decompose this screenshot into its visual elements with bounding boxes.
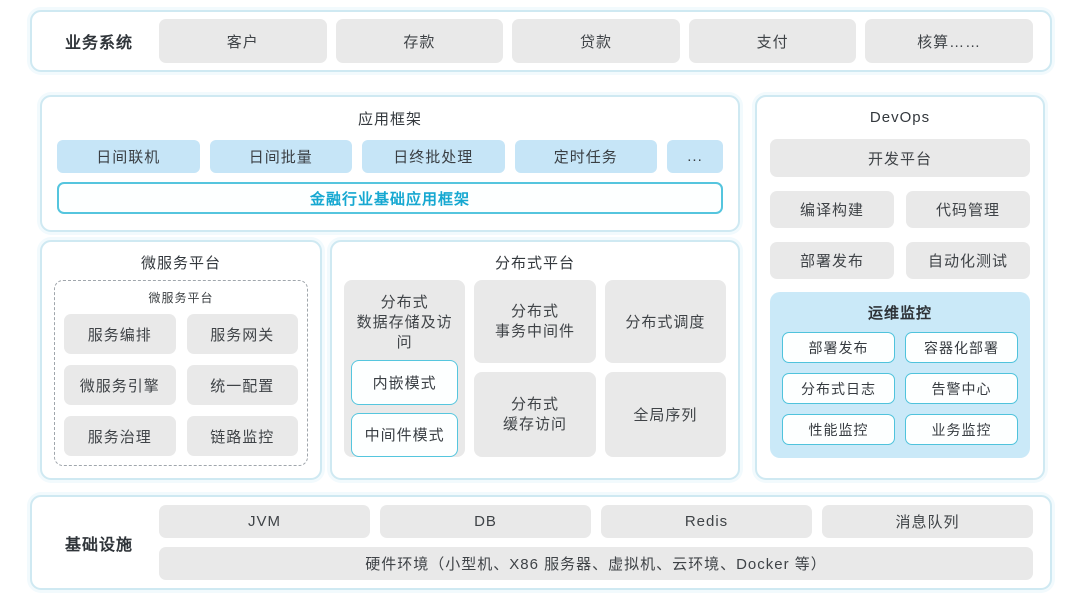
devops-item-code-management[interactable]: 代码管理 bbox=[906, 191, 1030, 228]
infra-item-message-queue[interactable]: 消息队列 bbox=[822, 505, 1033, 538]
infrastructure-rows: JVM DB Redis 消息队列 硬件环境（小型机、X86 服务器、虚拟机、云… bbox=[159, 505, 1033, 580]
devops-item-deploy-release[interactable]: 部署发布 bbox=[770, 242, 894, 279]
panel-business-systems: 业务系统 客户 存款 贷款 支付 核算…… bbox=[30, 10, 1052, 72]
app-item-daytime-batch[interactable]: 日间批量 bbox=[209, 140, 352, 173]
ops-item-deploy-release[interactable]: 部署发布 bbox=[782, 332, 895, 363]
distributed-storage-box[interactable]: 分布式 数据存储及访问 内嵌模式 中间件模式 bbox=[344, 280, 466, 457]
microservice-title: 微服务平台 bbox=[140, 255, 221, 272]
storage-mode-embedded[interactable]: 内嵌模式 bbox=[351, 360, 459, 405]
devops-title: DevOps bbox=[869, 109, 931, 126]
distributed-item-cache-access[interactable]: 分布式 缓存访问 bbox=[474, 372, 596, 457]
ops-item-alert-center[interactable]: 告警中心 bbox=[905, 373, 1018, 404]
infra-item-redis[interactable]: Redis bbox=[601, 505, 812, 538]
ops-monitor-box: 运维监控 部署发布 容器化部署 分布式日志 告警中心 性能监控 业务监控 bbox=[770, 292, 1030, 458]
devops-dev-platform-button[interactable]: 开发平台 bbox=[770, 139, 1030, 177]
infra-item-jvm[interactable]: JVM bbox=[159, 505, 370, 538]
app-framework-title: 应用框架 bbox=[357, 111, 422, 128]
devops-row-build: 编译构建 代码管理 bbox=[770, 191, 1030, 228]
devops-item-compile-build[interactable]: 编译构建 bbox=[770, 191, 894, 228]
app-item-daytime-online[interactable]: 日间联机 bbox=[57, 140, 200, 173]
ops-item-container-deploy[interactable]: 容器化部署 bbox=[905, 332, 1018, 363]
microservice-item-unified-config[interactable]: 统一配置 bbox=[186, 365, 298, 405]
hardware-environment-bar[interactable]: 硬件环境（小型机、X86 服务器、虚拟机、云环境、Docker 等） bbox=[159, 547, 1033, 580]
distributed-item-global-sequence[interactable]: 全局序列 bbox=[604, 372, 726, 457]
storage-mode-middleware[interactable]: 中间件模式 bbox=[351, 412, 459, 457]
business-item-payment[interactable]: 支付 bbox=[688, 19, 857, 63]
distributed-grid: 分布式 数据存储及访问 内嵌模式 中间件模式 分布式 事务中间件 分布式调度 分… bbox=[344, 280, 726, 457]
app-item-scheduled-tasks[interactable]: 定时任务 bbox=[514, 140, 657, 173]
app-framework-items-row: 日间联机 日间批量 日终批处理 定时任务 ... bbox=[57, 140, 723, 173]
panel-distributed-platform: 分布式平台 分布式 数据存储及访问 内嵌模式 中间件模式 分布式 事务中间件 分… bbox=[330, 240, 740, 480]
devops-row-deploy: 部署发布 自动化测试 bbox=[770, 242, 1030, 279]
microservice-item-gateway[interactable]: 服务网关 bbox=[186, 314, 298, 354]
infrastructure-items-row: JVM DB Redis 消息队列 bbox=[159, 505, 1033, 538]
app-item-more[interactable]: ... bbox=[667, 140, 723, 173]
microservice-item-governance[interactable]: 服务治理 bbox=[64, 416, 176, 456]
microservice-item-orchestration[interactable]: 服务编排 bbox=[64, 314, 176, 354]
business-item-accounting[interactable]: 核算…… bbox=[865, 19, 1033, 63]
distributed-item-transaction-middleware[interactable]: 分布式 事务中间件 bbox=[474, 280, 596, 363]
app-item-eod-batch[interactable]: 日终批处理 bbox=[362, 140, 505, 173]
microservice-item-engine[interactable]: 微服务引擎 bbox=[64, 365, 176, 405]
microservice-inner-title: 微服务平台 bbox=[148, 291, 214, 305]
business-item-loan[interactable]: 贷款 bbox=[512, 19, 680, 63]
distributed-title: 分布式平台 bbox=[494, 255, 575, 272]
finance-base-framework-banner[interactable]: 金融行业基础应用框架 bbox=[57, 182, 723, 214]
business-item-customer[interactable]: 客户 bbox=[159, 19, 327, 63]
business-items-row: 客户 存款 贷款 支付 核算…… bbox=[159, 19, 1033, 63]
ops-monitor-grid: 部署发布 容器化部署 分布式日志 告警中心 性能监控 业务监控 bbox=[782, 332, 1018, 445]
panel-app-framework: 应用框架 日间联机 日间批量 日终批处理 定时任务 ... 金融行业基础应用框架 bbox=[40, 95, 740, 232]
microservice-inner-box: 微服务平台 服务编排 服务网关 微服务引擎 统一配置 服务治理 链路监控 bbox=[54, 280, 308, 466]
distributed-storage-label: 分布式 数据存储及访问 bbox=[356, 294, 453, 351]
microservice-grid: 服务编排 服务网关 微服务引擎 统一配置 服务治理 链路监控 bbox=[64, 314, 298, 456]
panel-infrastructure: 基础设施 JVM DB Redis 消息队列 硬件环境（小型机、X86 服务器、… bbox=[30, 495, 1052, 590]
ops-item-business-monitor[interactable]: 业务监控 bbox=[905, 414, 1018, 445]
business-systems-label: 业务系统 bbox=[64, 35, 133, 52]
business-item-deposit[interactable]: 存款 bbox=[335, 19, 504, 63]
distributed-item-scheduling[interactable]: 分布式调度 bbox=[604, 280, 726, 363]
panel-devops: DevOps 开发平台 编译构建 代码管理 部署发布 自动化测试 运维监控 部署… bbox=[755, 95, 1045, 480]
devops-item-automated-test[interactable]: 自动化测试 bbox=[906, 242, 1030, 279]
panel-microservice-platform: 微服务平台 微服务平台 服务编排 服务网关 微服务引擎 统一配置 服务治理 链路… bbox=[40, 240, 322, 480]
infrastructure-label: 基础设施 bbox=[64, 536, 133, 554]
ops-item-distributed-log[interactable]: 分布式日志 bbox=[782, 373, 895, 404]
ops-item-performance-monitor[interactable]: 性能监控 bbox=[782, 414, 895, 445]
ops-monitor-title: 运维监控 bbox=[867, 305, 932, 322]
microservice-item-trace-monitor[interactable]: 链路监控 bbox=[186, 416, 298, 456]
infra-item-db[interactable]: DB bbox=[380, 505, 591, 538]
